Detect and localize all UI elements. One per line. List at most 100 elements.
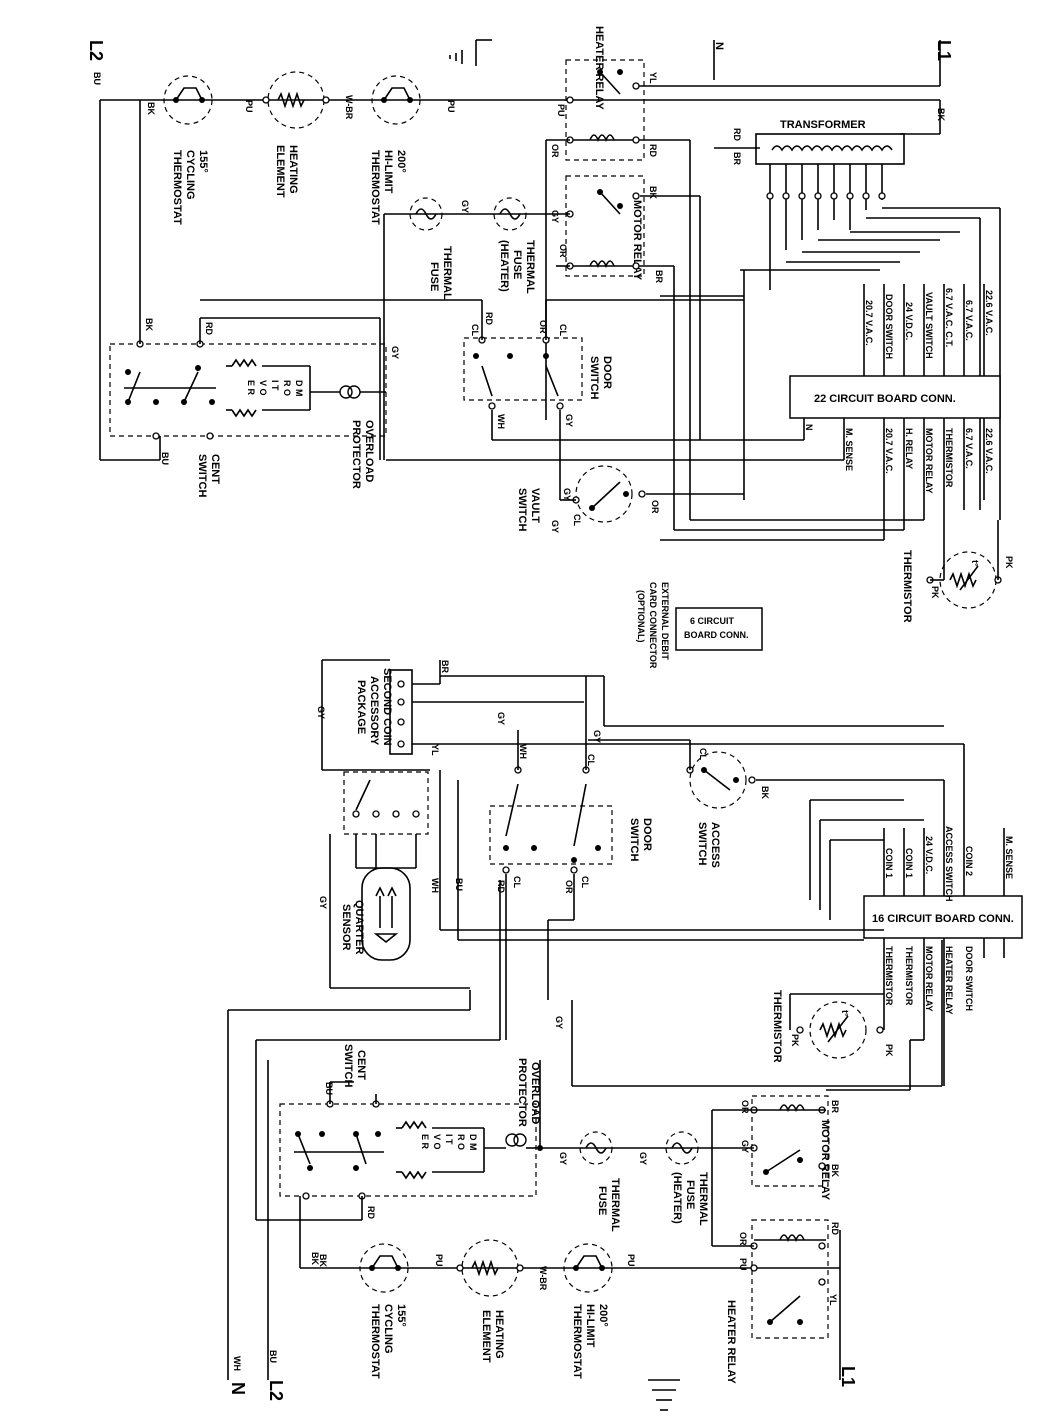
svg-text:GY: GY xyxy=(564,414,574,427)
svg-text:YL: YL xyxy=(828,1294,838,1306)
top-motor-relay xyxy=(565,175,645,277)
svg-text:YL: YL xyxy=(430,744,440,756)
svg-text:6.7 V.A.C.: 6.7 V.A.C. xyxy=(964,300,974,341)
bottom-heater-relay xyxy=(751,1219,829,1339)
bottom-cycling-label-2: CYCLING xyxy=(382,1304,394,1354)
bottom-connector-16 xyxy=(863,895,1023,939)
bottom-heating-label-1: HEATING xyxy=(493,1310,505,1359)
bottom-door-switch-label-2: SWITCH xyxy=(628,818,640,861)
svg-text:GY: GY xyxy=(316,706,326,719)
bottom-hi-limit-label-1: 200° xyxy=(597,1304,609,1327)
bottom-heating-label-2: ELEMENT xyxy=(480,1310,492,1363)
svg-text:24 V.D.C.: 24 V.D.C. xyxy=(904,302,914,340)
external-debit-label-1: EXTERNAL DEBIT xyxy=(660,582,670,660)
svg-text:E R: E R xyxy=(420,1134,430,1150)
svg-text:WH: WH xyxy=(496,414,506,429)
external-debit-label-3: (OPTIONAL) xyxy=(636,590,646,643)
svg-text:CL: CL xyxy=(580,876,590,888)
top-connector-22-label: 22 CIRCUIT BOARD CONN. xyxy=(814,393,956,405)
bottom-motor-relay-label: MOTOR RELAY xyxy=(819,1120,831,1201)
svg-text:FUSE: FUSE xyxy=(428,262,440,291)
top-connector-22-bottom-pins: 22.6 V.A.C. 6.7 V.A.C. THERMISTOR MOTOR … xyxy=(804,424,994,494)
svg-text:WH: WH xyxy=(518,744,528,759)
bottom-connector-16-top-pins: M. SENSE COIN 2 ACCESS SWITCH 24 V.D.C. … xyxy=(883,826,1014,902)
top-cycling-thermostat-label-2: CYCLING xyxy=(184,150,196,200)
bottom-heater-relay-label: HEATER RELAY xyxy=(725,1300,737,1384)
svg-text:DOOR SWITCH: DOOR SWITCH xyxy=(964,946,974,1011)
svg-text:BU: BU xyxy=(160,452,170,465)
svg-text:BR: BR xyxy=(830,1100,840,1113)
bottom-hi-limit-label-3: THERMOSTAT xyxy=(571,1304,583,1379)
svg-text:GY: GY xyxy=(496,712,506,725)
top-thermal-fuse-heater xyxy=(493,197,527,231)
svg-text:BU: BU xyxy=(268,1350,278,1363)
svg-text:FUSE: FUSE xyxy=(511,250,523,279)
svg-text:R O: R O xyxy=(282,380,292,396)
svg-text:V O: V O xyxy=(432,1134,442,1150)
bottom-n-label: N xyxy=(228,1382,248,1395)
svg-text:BR: BR xyxy=(732,152,742,165)
svg-text:BU: BU xyxy=(324,1082,334,1095)
svg-text:GY: GY xyxy=(550,210,560,223)
svg-text:THERMISTOR: THERMISTOR xyxy=(884,946,894,1006)
svg-text:20.7 V.A.C.: 20.7 V.A.C. xyxy=(864,300,874,346)
svg-text:FUSE: FUSE xyxy=(684,1180,696,1209)
top-heating-element-label-2: ELEMENT xyxy=(274,145,286,198)
svg-text:PK: PK xyxy=(930,586,940,599)
svg-text:WH: WH xyxy=(232,1356,242,1371)
svg-text:THERMAL: THERMAL xyxy=(524,240,536,294)
svg-text:BK: BK xyxy=(310,1252,320,1265)
svg-text:CL: CL xyxy=(512,876,522,888)
middle-section: EXTERNAL DEBIT CARD CONNECTOR (OPTIONAL)… xyxy=(636,582,763,669)
svg-text:BK: BK xyxy=(936,108,946,121)
top-l2-label: L2 xyxy=(86,40,106,61)
svg-text:OR: OR xyxy=(538,320,548,334)
top-cycling-thermostat-label-3: THERMOSTAT xyxy=(171,150,183,225)
top-hi-limit-thermostat xyxy=(371,75,421,125)
svg-text:WH: WH xyxy=(430,878,440,893)
bottom-thermal-fuse xyxy=(579,1131,613,1165)
bottom-door-switch-label-1: DOOR xyxy=(641,818,653,851)
top-cycling-thermostat-label-1: 155° xyxy=(197,150,209,173)
svg-text:24 V.D.C.: 24 V.D.C. xyxy=(924,836,934,874)
top-cent-switch-label-1: CENT xyxy=(209,454,221,484)
bottom-motor-assembly xyxy=(279,1103,537,1197)
bottom-ground-symbol xyxy=(648,1379,680,1411)
connector-6-label-2: BOARD CONN. xyxy=(684,630,749,640)
top-door-switch xyxy=(463,337,583,401)
svg-text:OR: OR xyxy=(558,244,568,258)
svg-text:t°: t° xyxy=(970,560,980,567)
top-transformer-label: TRANSFORMER xyxy=(780,119,866,131)
svg-text:M. SENSE: M. SENSE xyxy=(844,428,854,471)
bottom-connector-16-label: 16 CIRCUIT BOARD CONN. xyxy=(872,913,1014,925)
external-debit-label-2: CARD CONNECTOR xyxy=(648,582,658,669)
svg-text:BK: BK xyxy=(760,786,770,799)
bottom-cent-switch-label-1: CENT xyxy=(355,1050,367,1080)
svg-text:GY: GY xyxy=(740,1140,750,1153)
svg-text:OR: OR xyxy=(740,1100,750,1114)
svg-text:t°: t° xyxy=(840,1010,850,1017)
svg-text:W-BR: W-BR xyxy=(538,1266,548,1291)
bottom-cycling-label-1: 155° xyxy=(395,1304,407,1327)
top-transformer-taps xyxy=(766,164,886,290)
top-hi-limit-label-1: 200° xyxy=(395,150,407,173)
svg-text:BK: BK xyxy=(318,1254,328,1267)
svg-text:BR: BR xyxy=(654,270,664,283)
top-ground-symbol xyxy=(449,39,492,66)
svg-text:COIN 1: COIN 1 xyxy=(904,848,914,878)
svg-text:CL: CL xyxy=(698,748,708,760)
top-l2-wire-code: BU xyxy=(92,72,102,85)
svg-text:CL: CL xyxy=(558,324,568,336)
svg-text:RD: RD xyxy=(830,1222,840,1235)
svg-text:DOOR SWITCH: DOOR SWITCH xyxy=(884,294,894,359)
svg-text:OR: OR xyxy=(650,500,660,514)
top-transformer xyxy=(755,133,905,165)
svg-text:22.6 V.A.C.: 22.6 V.A.C. xyxy=(984,428,994,474)
svg-text:E R: E R xyxy=(246,380,256,396)
svg-text:MOTOR RELAY: MOTOR RELAY xyxy=(924,428,934,494)
bottom-l1-label: L1 xyxy=(838,1366,858,1387)
svg-text:OR: OR xyxy=(564,880,574,894)
svg-text:PU: PU xyxy=(434,1254,444,1267)
svg-text:HEATER RELAY: HEATER RELAY xyxy=(944,946,954,1015)
